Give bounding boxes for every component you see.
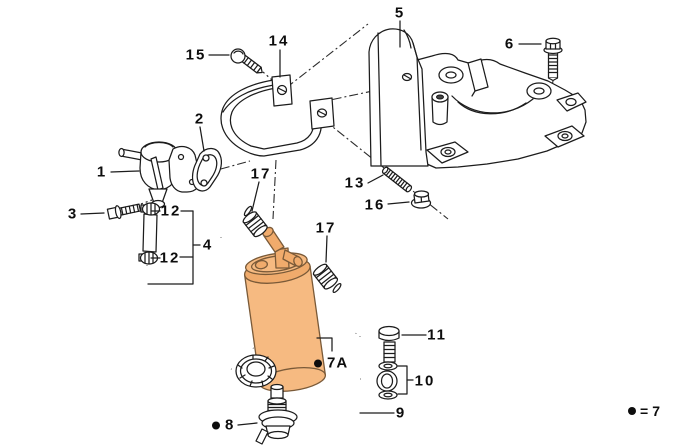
- hose-clamp-12a: [140, 202, 161, 216]
- callout-13[interactable]: 13: [344, 174, 366, 192]
- callout-15[interactable]: 15: [185, 46, 207, 64]
- banjo-washers-10: [376, 361, 398, 400]
- stud-13: [381, 166, 413, 193]
- legend-part-number: 7: [652, 403, 660, 419]
- filter-clamp-band-14: [220, 74, 335, 157]
- callout-2[interactable]: 2: [194, 110, 206, 128]
- flange-bolt-3: [106, 203, 142, 220]
- bullet-dot: [628, 407, 636, 415]
- callout-17b[interactable]: 17: [315, 219, 337, 237]
- callout-17a[interactable]: 17: [250, 165, 272, 183]
- outlet-hose-9: [236, 282, 378, 434]
- callout-10[interactable]: 10: [414, 372, 436, 390]
- clamp-screw-15: [230, 48, 263, 74]
- callout-8[interactable]: 8: [212, 417, 234, 434]
- mount-bracket-5: [368, 28, 587, 169]
- bullet-dot: [212, 421, 220, 429]
- leader-lines: [80, 20, 542, 426]
- callout-12b[interactable]: 12: [159, 249, 181, 267]
- callout-7a[interactable]: 7A: [314, 355, 348, 372]
- inlet-elbow-hose: [215, 196, 253, 238]
- callout-11[interactable]: 11: [427, 326, 447, 344]
- fuel-line-4: [142, 213, 254, 371]
- hose-clamp-17b: [312, 263, 339, 290]
- callout-14[interactable]: 14: [268, 32, 290, 50]
- callout-4[interactable]: 4: [202, 236, 214, 254]
- fuel-filter-canister-7a: [235, 226, 327, 399]
- drain-valve-8: [255, 397, 298, 445]
- legend-bullet-note: = 7: [628, 403, 660, 419]
- hose-clamp-17a: [242, 211, 268, 238]
- callout-12a[interactable]: 12: [160, 202, 182, 220]
- flange-nut-16: [410, 190, 432, 209]
- mount-bolt-6: [543, 37, 563, 82]
- bullet-dot: [314, 359, 322, 367]
- callout-8-text: 8: [225, 416, 235, 434]
- fuel-pump-1: [118, 141, 202, 209]
- callout-3[interactable]: 3: [67, 205, 79, 223]
- gasket-2: [191, 147, 222, 192]
- callout-7a-text: 7A: [327, 354, 349, 372]
- callout-5[interactable]: 5: [394, 4, 406, 22]
- callout-9[interactable]: 9: [395, 404, 407, 422]
- callout-6[interactable]: 6: [504, 35, 516, 53]
- callout-1[interactable]: 1: [96, 163, 108, 181]
- callout-16[interactable]: 16: [364, 196, 386, 214]
- legend-equals: =: [640, 403, 649, 419]
- banjo-bolt-11: [378, 325, 400, 363]
